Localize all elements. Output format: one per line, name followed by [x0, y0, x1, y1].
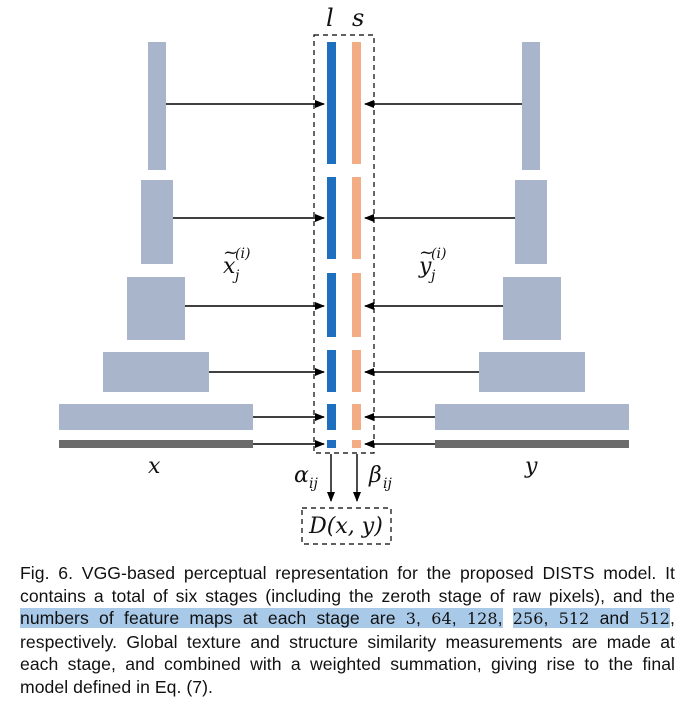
input-y-label: y [524, 454, 538, 479]
x-stage-3-block [127, 277, 185, 340]
s-bar-stage-5 [352, 42, 361, 164]
caption-prefix: Fig. 6. [20, 563, 74, 583]
caption-part2: , respectively. Global texture and struc… [20, 608, 675, 697]
layer-s-label: s [352, 4, 364, 32]
y-stage-3-block [503, 277, 561, 340]
weight-arrows [327, 454, 361, 502]
x-stage-1-block [59, 404, 253, 430]
s-bar-stage-1 [352, 404, 361, 430]
y-feature-sup: (i) [431, 246, 446, 262]
dists-architecture-diagram: l s [59, 4, 629, 545]
caption-c4: , [543, 608, 559, 628]
y-to-s-arrows [364, 100, 522, 448]
caption-part1: VGG-based perceptual representation for … [20, 563, 675, 606]
caption-highlight: numbers of feature maps at each stage ar… [20, 608, 503, 628]
x-feature-label: x ~ j (i) [223, 242, 250, 284]
x-feature-sub: j [232, 268, 240, 284]
x-stage-2-block [103, 352, 209, 392]
x-stage-5-block [148, 42, 166, 170]
s-feature-bars [352, 42, 361, 448]
layer-l-label: l [326, 4, 334, 32]
x-stage-4-block [141, 180, 173, 264]
caption-n5: 512 [558, 609, 590, 628]
beta-sub: ij [383, 476, 392, 492]
s-bar-stage-0 [352, 440, 361, 448]
s-bar-stage-3 [352, 273, 361, 337]
similarity-dashed-box [313, 34, 375, 454]
caption-n4: 256 [512, 609, 544, 628]
caption-and: and [589, 608, 640, 628]
s-bar-stage-2 [352, 350, 361, 392]
beta-label: β [368, 463, 382, 488]
input-x-label: x [148, 454, 161, 479]
output-label: D(x, y) [308, 514, 383, 539]
x-feature-sup: (i) [235, 246, 250, 262]
l-bar-stage-5 [327, 42, 336, 164]
figure-caption: Fig. 6. VGG-based perceptual representat… [20, 562, 675, 698]
y-stage-4-block [515, 180, 547, 264]
y-stage-5-block [522, 42, 540, 170]
caption-c2: , [451, 608, 467, 628]
l-bar-stage-2 [327, 350, 336, 392]
x-feature-base: x [223, 254, 236, 279]
caption-n6: 512 [639, 609, 671, 628]
caption-n1: 3 [405, 609, 417, 628]
y-feature-tilde: ~ [419, 242, 434, 263]
y-raw-pixels-bar [435, 440, 629, 448]
caption-n3: 128 [466, 609, 498, 628]
y-stage-1-block [435, 404, 629, 430]
s-bar-stage-4 [352, 177, 361, 259]
l-bar-stage-0 [327, 440, 336, 448]
l-bar-stage-1 [327, 404, 336, 430]
l-bar-stage-4 [327, 177, 336, 259]
alpha-label: α [294, 463, 309, 488]
y-feature-label: y ~ j (i) [418, 242, 446, 284]
y-feature-sub: j [428, 268, 436, 284]
y-feature-base: y [418, 254, 432, 279]
x-to-l-arrows [166, 100, 325, 448]
caption-highlight-a: numbers of feature maps at each stage ar… [20, 608, 406, 628]
l-bar-stage-3 [327, 273, 336, 337]
l-feature-bars [327, 42, 336, 448]
x-raw-pixels-bar [59, 440, 253, 448]
caption-c1: , [416, 608, 432, 628]
y-stage-2-block [479, 352, 585, 392]
caption-sp3 [503, 608, 513, 628]
alpha-sub: ij [309, 476, 318, 492]
y-feature-pyramid [435, 42, 629, 430]
x-feature-pyramid [59, 42, 253, 430]
x-feature-tilde: ~ [223, 242, 238, 263]
caption-highlight-2: 256, 512 and 512 [512, 608, 671, 628]
caption-c3: , [497, 608, 503, 628]
caption-n2: 64 [431, 609, 452, 628]
